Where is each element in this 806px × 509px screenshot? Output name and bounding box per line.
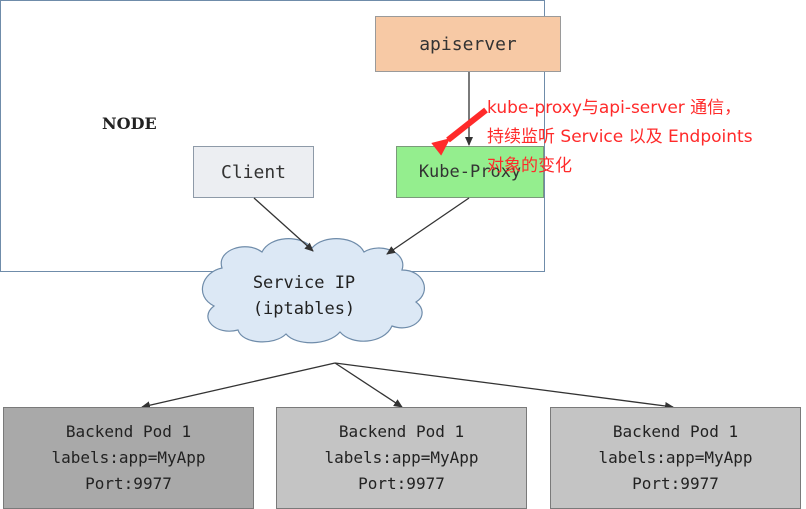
annotation-line3: 对象的变化 xyxy=(487,156,572,176)
pod-port: Port:9977 xyxy=(358,474,445,493)
node-label: NODE xyxy=(102,114,157,133)
annotation-line1: kube-proxy与api-server 通信， xyxy=(487,98,742,118)
node-to-pod1-arrow xyxy=(141,362,336,410)
service-ip-line1: Service IP xyxy=(252,273,356,293)
client-label: Client xyxy=(220,161,287,183)
annotation-arrow xyxy=(431,107,488,156)
pod-name: Backend Pod 1 xyxy=(65,422,192,441)
backend-pod-box: Backend Pod 1 labels:app=MyApp Port:9977 xyxy=(3,407,254,509)
pod-name: Backend Pod 1 xyxy=(612,422,739,441)
kube-proxy-label: Kube-Proxy xyxy=(418,162,522,182)
backend-pod-box: Backend Pod 1 labels:app=MyApp Port:9977 xyxy=(550,407,801,509)
annotation-text: kube-proxy与api-server 通信， 持续监听 Service 以… xyxy=(487,94,802,181)
service-ip-line2: (iptables) xyxy=(252,299,356,319)
pod-labels: labels:app=MyApp xyxy=(598,448,753,467)
apiserver-label: apiserver xyxy=(419,33,517,55)
kube-proxy-to-service-arrow xyxy=(386,197,470,255)
service-ip-label: Service IP (iptables) xyxy=(196,270,412,322)
pod-port: Port:9977 xyxy=(85,474,172,493)
backend-pod-box: Backend Pod 1 labels:app=MyApp Port:9977 xyxy=(276,407,527,509)
apiserver-box: apiserver xyxy=(375,16,561,72)
pod-port: Port:9977 xyxy=(632,474,719,493)
annotation-line2: 持续监听 Service 以及 Endpoints xyxy=(487,127,753,147)
client-to-service-arrow xyxy=(253,197,314,252)
node-to-pod2-arrow xyxy=(334,362,403,408)
pod-labels: labels:app=MyApp xyxy=(324,448,479,467)
node-to-pod3-arrow xyxy=(334,362,674,410)
client-box: Client xyxy=(193,146,314,198)
kube-proxy-box: Kube-Proxy xyxy=(396,146,544,198)
pod-name: Backend Pod 1 xyxy=(338,422,465,441)
pod-labels: labels:app=MyApp xyxy=(51,448,206,467)
